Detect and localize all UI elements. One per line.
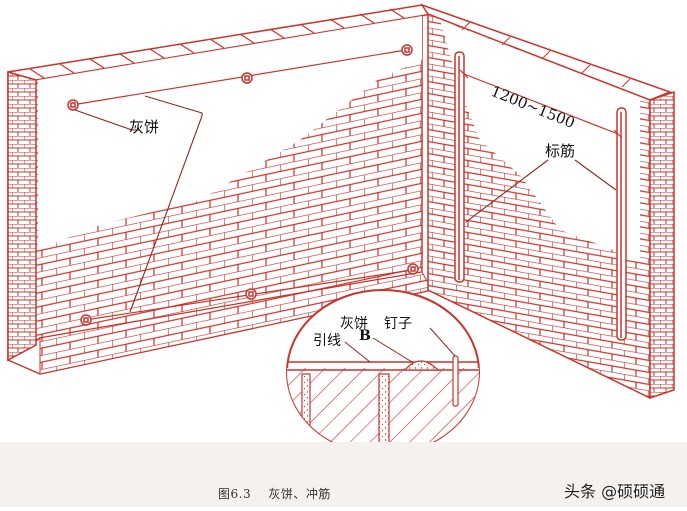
left-wall	[7, 4, 434, 375]
dimension-line	[459, 69, 623, 139]
screed-strips	[454, 51, 627, 341]
label-detail-point-b: B	[359, 328, 371, 344]
watermark: 头条 @硕硕通	[564, 482, 666, 501]
label-detail-guide-line: 引线	[313, 333, 341, 349]
leader-lines	[74, 95, 617, 313]
caption-band	[0, 442, 687, 507]
label-detail-nail: 钉子	[384, 316, 412, 332]
label-plaster-pad: 灰饼	[129, 118, 160, 136]
right-wall	[420, 3, 675, 400]
label-screed-strip: 标筋	[545, 142, 576, 160]
figure-caption: 图6.3 灰饼、冲筋	[218, 487, 331, 501]
plaster-pads	[67, 44, 419, 326]
label-detail-plaster-pad: 灰饼	[340, 316, 368, 332]
